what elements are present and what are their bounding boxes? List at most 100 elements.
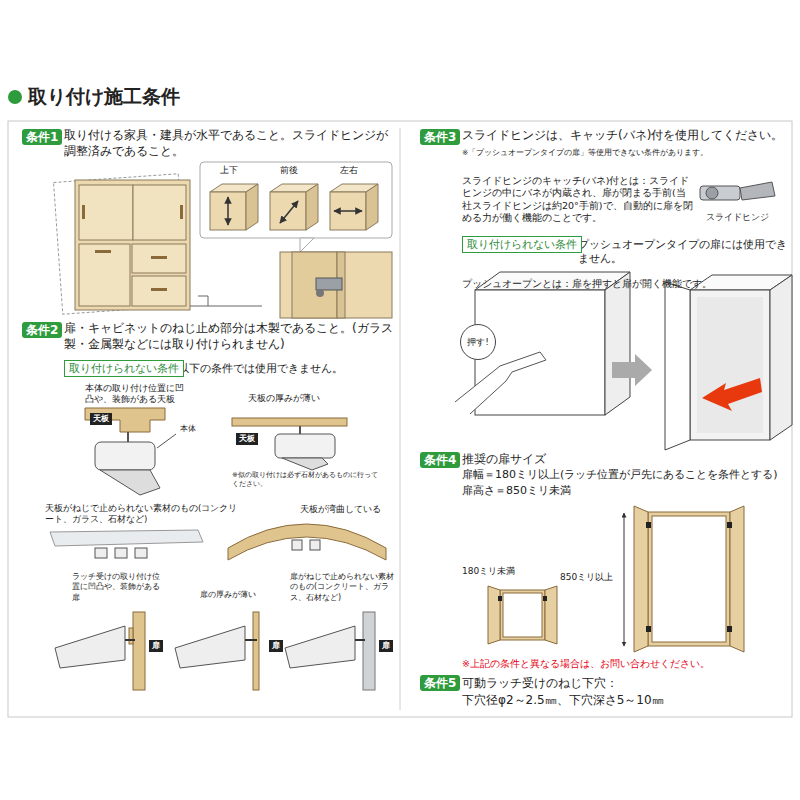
tall-cabinet: [652, 516, 726, 642]
open-figure: [690, 290, 770, 440]
label-text: 扉幅＝180ミリ以上(ラッチ位置が戸先にあることを条件とする): [462, 468, 792, 482]
cabinet-figure: [95, 250, 111, 253]
open-figure: [702, 378, 762, 411]
countertop-thin: [275, 434, 335, 458]
open-figure: [665, 275, 792, 450]
title-dot: [8, 90, 22, 104]
countertop-uneven: [85, 408, 176, 495]
countertop-uneven: [85, 408, 165, 432]
cabinet-figure: [151, 256, 167, 259]
slide-hinge-figure: [706, 187, 718, 199]
latch-uneven: [133, 612, 145, 690]
node-text: 扉: [272, 641, 280, 651]
label-text: プッシュオープンタイプの扉には使用できません。: [578, 238, 790, 267]
latch-uneven: [125, 639, 135, 641]
adjust-callout: [246, 184, 258, 230]
label-text: ラッチ受けの取り付け位置に凹凸や、装飾がある扉: [72, 572, 167, 603]
countertop-thin: [299, 426, 301, 434]
small-cabinet: [500, 590, 545, 640]
label-text: 本体: [180, 424, 196, 434]
small-cabinet: [545, 586, 557, 644]
node-text: 扉: [152, 641, 160, 651]
small-cabinet: [543, 596, 547, 601]
countertop-thin: [232, 418, 347, 426]
title-dot: [8, 90, 22, 104]
adjust-callout: [227, 197, 229, 225]
countertop-glass: [50, 530, 203, 558]
not-allowed-box: 取り付けられない条件: [64, 360, 184, 377]
label-text: 可動ラッチ受けのねじ下穴：: [462, 676, 618, 692]
countertop-thin: [232, 418, 347, 470]
label-text: 180ミリ未満: [462, 566, 515, 578]
countertop-curved: [292, 540, 302, 550]
cabinet-figure: [190, 306, 262, 307]
condition-badge: 条件2: [22, 322, 62, 338]
label-text: 推奨の扉サイズ: [462, 452, 546, 468]
small-cabinet: [488, 586, 557, 644]
cabinet-figure: [54, 174, 262, 314]
adjust-callout: [334, 210, 362, 212]
label-text: 扉・キャビネットのねじ止め部分は木製であること。(ガラス製・金属製などには取り付…: [64, 321, 394, 352]
latch-uneven: [55, 612, 145, 690]
adjust-callout: [330, 192, 366, 230]
panel-frame: [8, 121, 792, 717]
tall-cabinet: [634, 506, 648, 652]
countertop-glass: [95, 548, 107, 558]
push-figure: [455, 352, 546, 414]
tall-cabinet: [624, 506, 744, 652]
condition-badge: 条件3: [420, 129, 460, 145]
cabinet-figure: [133, 185, 186, 240]
label-text: 本体の取り付け位置に凹凸や、装飾がある天板: [85, 383, 185, 405]
material-tag: 扉: [149, 640, 163, 652]
countertop-glass: [50, 530, 203, 546]
node-text: 条件3: [424, 130, 456, 144]
countertop-uneven: [100, 470, 160, 495]
hinge-closeup: [316, 278, 342, 290]
countertop-uneven: [157, 434, 176, 448]
label-text: ※上記の条件と異なる場合は、お問い合わせください。: [462, 658, 792, 670]
push-figure: [455, 272, 630, 415]
cabinet-figure: [180, 205, 183, 219]
small-cabinet: [498, 596, 502, 601]
node-text: 天板: [239, 434, 255, 444]
countertop-uneven: [127, 432, 129, 442]
transition-arrow: [612, 354, 652, 386]
latch-thin: [175, 626, 245, 668]
open-figure: [770, 275, 792, 440]
slide-hinge-figure: [740, 182, 775, 200]
countertop-curved: [310, 540, 320, 550]
countertop-thin: [282, 458, 328, 470]
transition-arrow: [612, 354, 652, 386]
label-text: スライドヒンジ: [706, 212, 769, 223]
tall-cabinet: [646, 522, 651, 528]
page-title: 取り付け施工条件: [28, 84, 180, 109]
label-text: 850ミリ以上: [560, 572, 613, 584]
condition-badge: 条件4: [420, 452, 460, 468]
panel-frame: [8, 121, 792, 717]
push-bubble: 押す!: [460, 324, 496, 360]
countertop-uneven: [95, 442, 155, 470]
cabinet-figure: [82, 205, 85, 219]
countertop-glass: [115, 548, 127, 558]
adjust-callout: [200, 162, 392, 252]
cabinet-figure: [75, 180, 190, 310]
latch-thin: [175, 612, 259, 690]
material-tag: 扉: [269, 640, 283, 652]
hinge-closeup: [280, 252, 392, 318]
material-tag: 扉: [379, 640, 393, 652]
open-figure: [697, 297, 763, 433]
label-text: スライドヒンジは、キャッチ(バネ)付を使用してください。: [462, 128, 792, 144]
label-text: プッシュオープンとは：扉を押すと扉が開く機能です。: [462, 278, 792, 290]
node-text: 天板: [93, 414, 109, 424]
cabinet-figure: [54, 174, 188, 314]
node-text: 条件1: [26, 130, 58, 144]
latch-thin: [245, 639, 257, 641]
label-text: 扉がねじで止められない素材のもの(コンクリート、ガラス、石材など): [290, 572, 400, 603]
slide-hinge-figure: [700, 186, 740, 200]
label-text: 左右: [340, 165, 358, 177]
node-text: 条件2: [26, 323, 58, 337]
cabinet-figure: [132, 244, 186, 273]
slide-hinge-figure: [700, 182, 775, 200]
adjust-callout: [300, 238, 314, 252]
node-text: 取り付けられない条件: [69, 362, 179, 375]
